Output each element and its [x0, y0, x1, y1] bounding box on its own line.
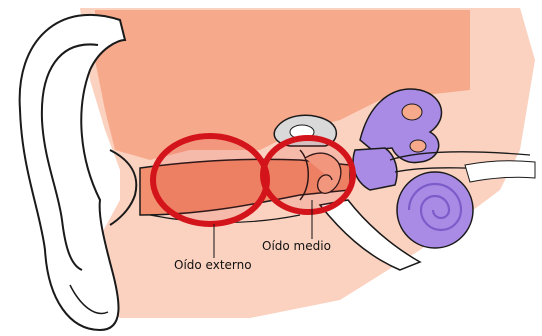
middle-ear-highlight-ring	[263, 138, 353, 212]
outer-ear-highlight-ring	[153, 136, 267, 224]
canal-hole-2	[410, 140, 426, 152]
cochlea	[397, 172, 473, 248]
canal-hole-1	[402, 104, 422, 120]
outer-ear-label: Oído externo	[174, 258, 252, 272]
middle-ear-label: Oído medio	[262, 239, 331, 253]
